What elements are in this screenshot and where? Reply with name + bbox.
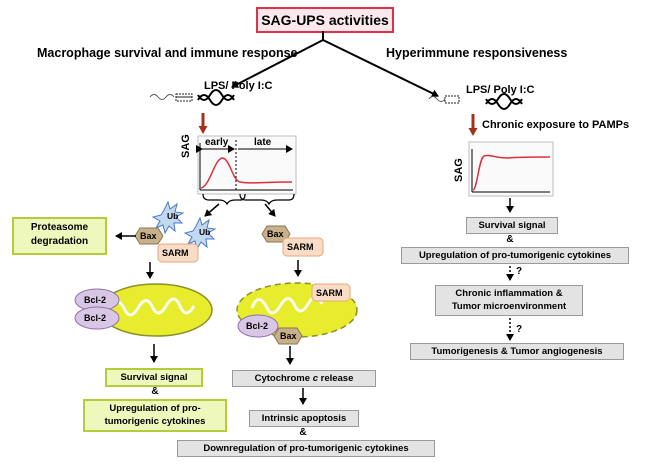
proteasome-degradation-box: Proteasome degradation xyxy=(12,217,107,255)
late-label: late xyxy=(254,137,272,148)
ub-label-2: Ub xyxy=(199,227,211,237)
bcl2-ellipse-middle xyxy=(237,314,279,338)
tumorigenesis-box: Tumorigenesis & Tumor angiogenesis xyxy=(410,343,624,360)
upregulation-box-left: Upregulation of pro-tumorigenic cytokine… xyxy=(83,399,227,432)
dsrna-icon xyxy=(197,89,235,106)
arrow-to-left xyxy=(231,39,324,88)
bax-hexagon-mito xyxy=(273,327,303,345)
bcl2-label-middle: Bcl-2 xyxy=(246,321,269,331)
chronic-inflammation-box: Chronic inflammation &Tumor microenviron… xyxy=(435,285,583,316)
question-mark-2: ? xyxy=(516,324,523,335)
downregulation-box: Downregulation of pro-tumorigenic cytoki… xyxy=(177,440,435,457)
bax-label-left: Bax xyxy=(140,231,157,241)
and-middle: & xyxy=(299,427,307,438)
upregulation-box-right: Upregulation of pro-tumorigenic cytokine… xyxy=(401,247,629,264)
left-heading: Macrophage survival and immune response xyxy=(37,46,298,60)
lps-icon xyxy=(149,93,193,102)
mitochondrion-left xyxy=(99,283,213,337)
bcl2-label-left-2: Bcl-2 xyxy=(84,313,107,323)
sarm-label-mito: SARM xyxy=(316,288,343,298)
bax-label-middle: Bax xyxy=(267,229,284,239)
sarm-on-mito xyxy=(311,283,351,302)
sag-plot-right xyxy=(468,141,554,197)
sarm-box-left xyxy=(157,243,199,263)
sag-curve-right xyxy=(472,154,551,191)
chronic-label: Chronic exposure to PAMPs xyxy=(482,119,630,131)
bcl2-label-left-1: Bcl-2 xyxy=(84,295,107,305)
survival-signal-box-left: Survival signal xyxy=(105,368,203,387)
and-right: & xyxy=(506,234,514,245)
and-left: & xyxy=(151,386,159,397)
bax-hexagon-left xyxy=(134,227,164,245)
sag-curve-left xyxy=(200,157,293,189)
stimulus-label-left: LPS/ Poly I:C xyxy=(204,80,273,92)
ub-label-1: Ub xyxy=(167,211,179,221)
sarm-label-middle: SARM xyxy=(287,242,314,252)
lps-icon-right xyxy=(428,95,460,104)
bcl2-ellipse-left-2 xyxy=(74,306,120,330)
late-bracket xyxy=(239,193,295,206)
plot-ylabel-right: SAG xyxy=(453,158,465,182)
bax-hexagon-middle xyxy=(261,225,291,243)
early-label: early xyxy=(205,137,229,148)
ub-star-1 xyxy=(151,200,185,235)
plot-ylabel-left: SAG xyxy=(180,134,192,158)
survival-signal-box-right: Survival signal xyxy=(466,217,558,234)
question-mark-1: ? xyxy=(516,266,523,277)
title-box: SAG-UPS activities xyxy=(256,7,394,33)
ub-star-2 xyxy=(183,216,217,251)
stimulus-label-right: LPS/ Poly I:C xyxy=(466,84,535,96)
sarm-label-left: SARM xyxy=(162,248,189,258)
intrinsic-apoptosis-box: Intrinsic apoptosis xyxy=(249,410,359,427)
sarm-box-middle xyxy=(282,237,324,257)
right-heading: Hyperimmune responsiveness xyxy=(386,46,568,60)
dsrna-icon-right xyxy=(485,93,523,110)
arrow-to-right xyxy=(322,39,439,97)
early-bracket xyxy=(202,193,246,206)
bax-label-mito: Bax xyxy=(280,331,297,341)
cytochrome-release-box: Cytochrome c release xyxy=(232,370,376,387)
